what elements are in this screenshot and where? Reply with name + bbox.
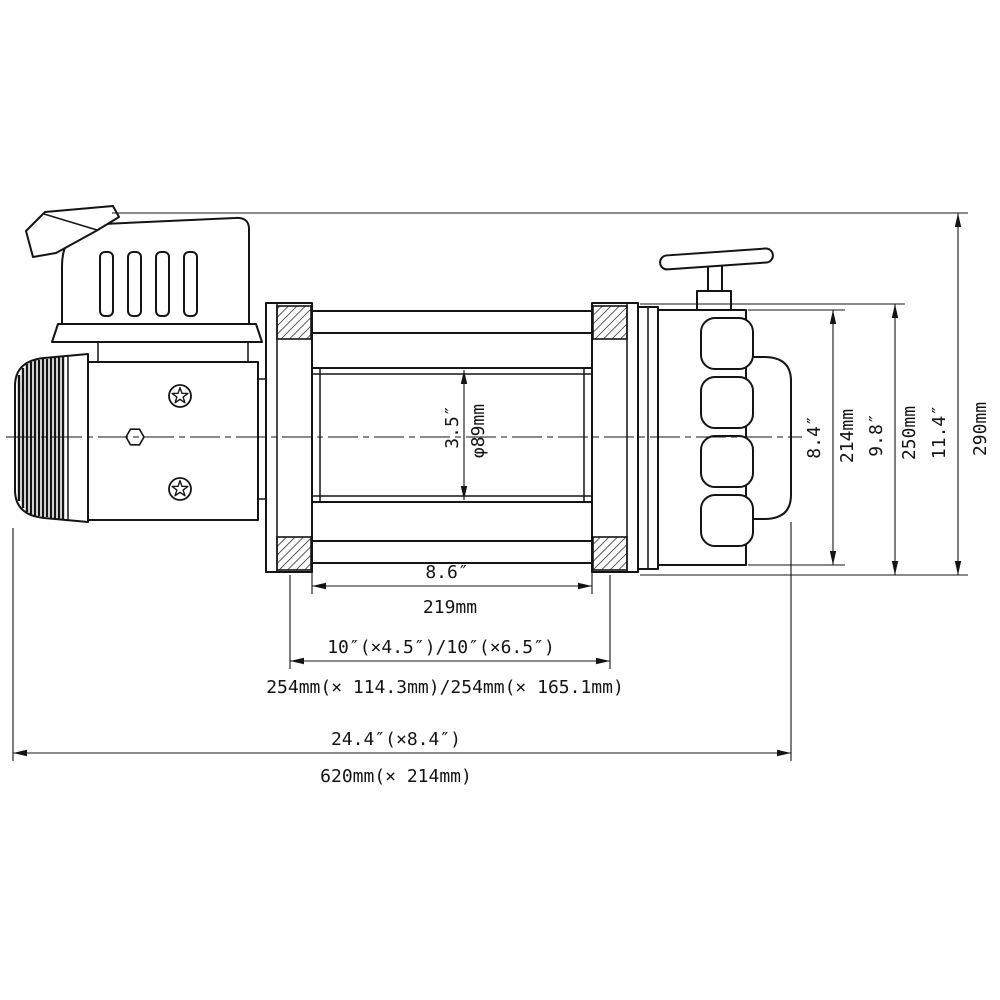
tie-rod-boss-hatched [276,536,312,571]
motor-end-cap [14,353,89,523]
motor-housing [87,342,266,521]
dim-label-drum-length-inch: 8.6″ [425,562,468,583]
vent-slot [183,251,198,317]
control-box-base [51,323,263,343]
dim-label-drum-length-mm: 219mm [423,597,477,618]
control-box-bracket [25,205,120,258]
tie-rod-boss-hatched [592,305,628,340]
cooling-fins [17,357,65,519]
dim-drum-length: 8.6″ 219mm [311,506,593,618]
gear-end-cap [745,356,792,520]
vent-slot [155,251,170,317]
clutch-lever [659,247,774,311]
dim-label-mount-pattern-mm: 254mm(× 114.3mm)/254mm(× 165.1mm) [266,677,624,698]
screw-icon [168,384,192,408]
dim-label-gear-housing-height-inch: 8.4″ [804,415,825,458]
dim-label-overall-inch: 24.4″(×8.4″) [331,729,461,750]
dim-overall-length: 24.4″(×8.4″) 620mm(× 214mm) [12,522,792,787]
clutch-handle [659,247,774,271]
dimensions: 3.5″ φ89mm 8.6″ 219mm 10″(×4.5″)/10″(×6.… [12,212,991,787]
housing-lobe [700,435,754,488]
dim-drum-diameter: 3.5″ φ89mm [442,370,489,500]
gear-housing [637,247,792,570]
dim-label-drum-assembly-height-mm: 250mm [899,406,920,460]
dim-label-drum-assembly-height-inch: 9.8″ [866,413,887,456]
dim-label-overall-height-mm: 290mm [970,402,991,456]
bracket-fold-line [43,213,98,231]
tie-rod-boss-hatched [276,305,312,340]
tie-rod-boss-hatched [592,536,628,571]
drum-barrel [311,367,593,503]
dim-label-drum-diameter-inch: 3.5″ [442,405,463,448]
dim-drum-assembly-height: 9.8″ 250mm [640,303,920,575]
housing-lobe [700,494,754,547]
tie-rod-bottom [311,540,593,564]
drum-assembly [265,302,639,573]
dim-label-overall-height-inch: 11.4″ [929,405,950,459]
vent-slot [127,251,142,317]
dim-overall-height: 11.4″ 290mm [112,212,991,576]
dim-label-gear-housing-height-mm: 214mm [837,409,858,463]
housing-lobe [700,376,754,429]
dim-label-mount-pattern-inch: 10″(×4.5″)/10″(×6.5″) [327,637,555,658]
screw-icon [168,477,192,501]
dim-label-overall-mm: 620mm(× 214mm) [320,766,472,787]
control-box [25,205,263,343]
dim-gear-housing-height: 8.4″ 214mm [748,309,858,566]
vent-slot [99,251,114,317]
tie-rod-top [311,310,593,334]
dim-label-drum-diameter-mm: φ89mm [468,404,489,458]
dim-mount-pattern: 10″(×4.5″)/10″(×6.5″) 254mm(× 114.3mm)/2… [266,575,624,698]
clutch-collar [696,290,732,311]
housing-lobe [700,317,754,370]
